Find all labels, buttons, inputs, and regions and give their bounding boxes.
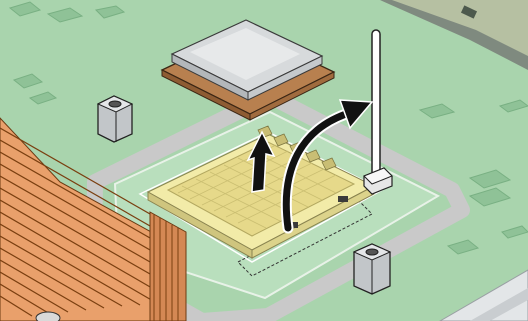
standoff-rear: [98, 96, 132, 142]
socket-tab: [338, 196, 348, 202]
standoff-front: [354, 244, 390, 294]
heatsink-screw: [36, 312, 60, 321]
